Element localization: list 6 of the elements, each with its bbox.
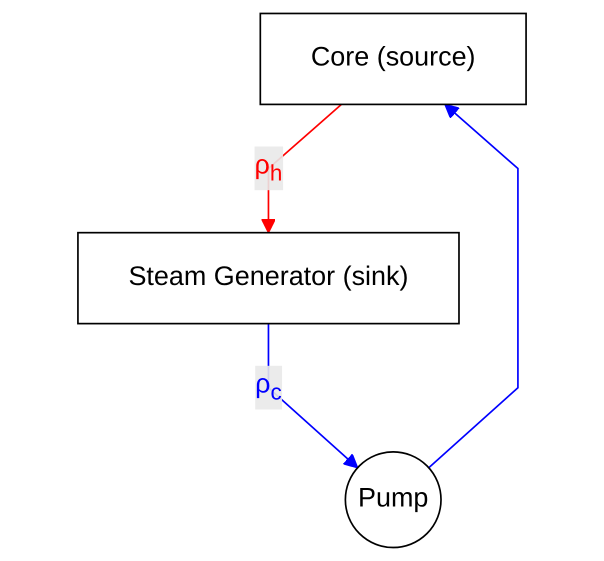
arrow [428,104,519,468]
node-box [77,232,460,324]
node-box [259,12,527,106]
edge-label: ρ$_{c}$ [255,370,282,405]
node-circle [344,451,442,548]
edge-label: ρ$_{h}$ [254,152,282,186]
